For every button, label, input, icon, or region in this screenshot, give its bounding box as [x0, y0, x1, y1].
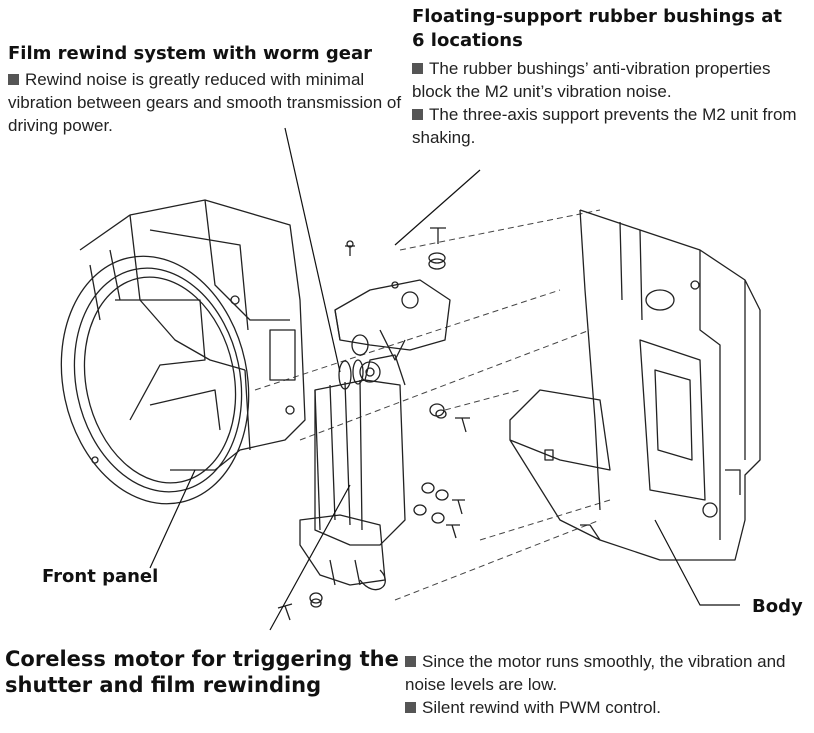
- coreless-motor-bullet-1: Since the motor runs smoothly, the vibra…: [405, 652, 786, 694]
- bullet-square-icon: [412, 63, 423, 74]
- front-panel-part: [60, 199, 306, 505]
- floating-support-title-line-1: Floating-support rubber bushings at: [412, 6, 782, 27]
- body-part: [509, 209, 761, 561]
- film-rewind-description: Rewind noise is greatly reduced with min…: [8, 68, 403, 137]
- coreless-motor-description: Since the motor runs smoothly, the vibra…: [405, 650, 800, 719]
- leader-lines: [149, 127, 740, 631]
- m2-unit-part: [299, 279, 451, 591]
- bullet-square-icon: [405, 702, 416, 713]
- body-label: Body: [752, 596, 803, 617]
- bullet-square-icon: [405, 656, 416, 667]
- bushings-and-screws: [277, 227, 470, 621]
- front-panel-label: Front panel: [42, 566, 159, 587]
- film-rewind-title: Film rewind system with worm gear: [8, 43, 372, 64]
- assembly-guide-lines: [254, 209, 611, 601]
- film-rewind-bullet-1: Rewind noise is greatly reduced with min…: [8, 70, 402, 135]
- floating-support-description: The rubber bushings’ anti-vibration prop…: [412, 57, 807, 149]
- bullet-square-icon: [8, 74, 19, 85]
- floating-support-bullet-1: The rubber bushings’ anti-vibration prop…: [412, 59, 771, 101]
- floating-support-title-line-2: 6 locations: [412, 30, 523, 51]
- floating-support-bullet-2: The three-axis support prevents the M2 u…: [412, 105, 797, 147]
- coreless-motor-bullet-2: Silent rewind with PWM control.: [405, 696, 800, 719]
- bullet-square-icon: [412, 109, 423, 120]
- coreless-motor-title-line-2: shutter and film rewinding: [5, 673, 322, 697]
- coreless-motor-title-line-1: Coreless motor for triggering the: [5, 647, 399, 671]
